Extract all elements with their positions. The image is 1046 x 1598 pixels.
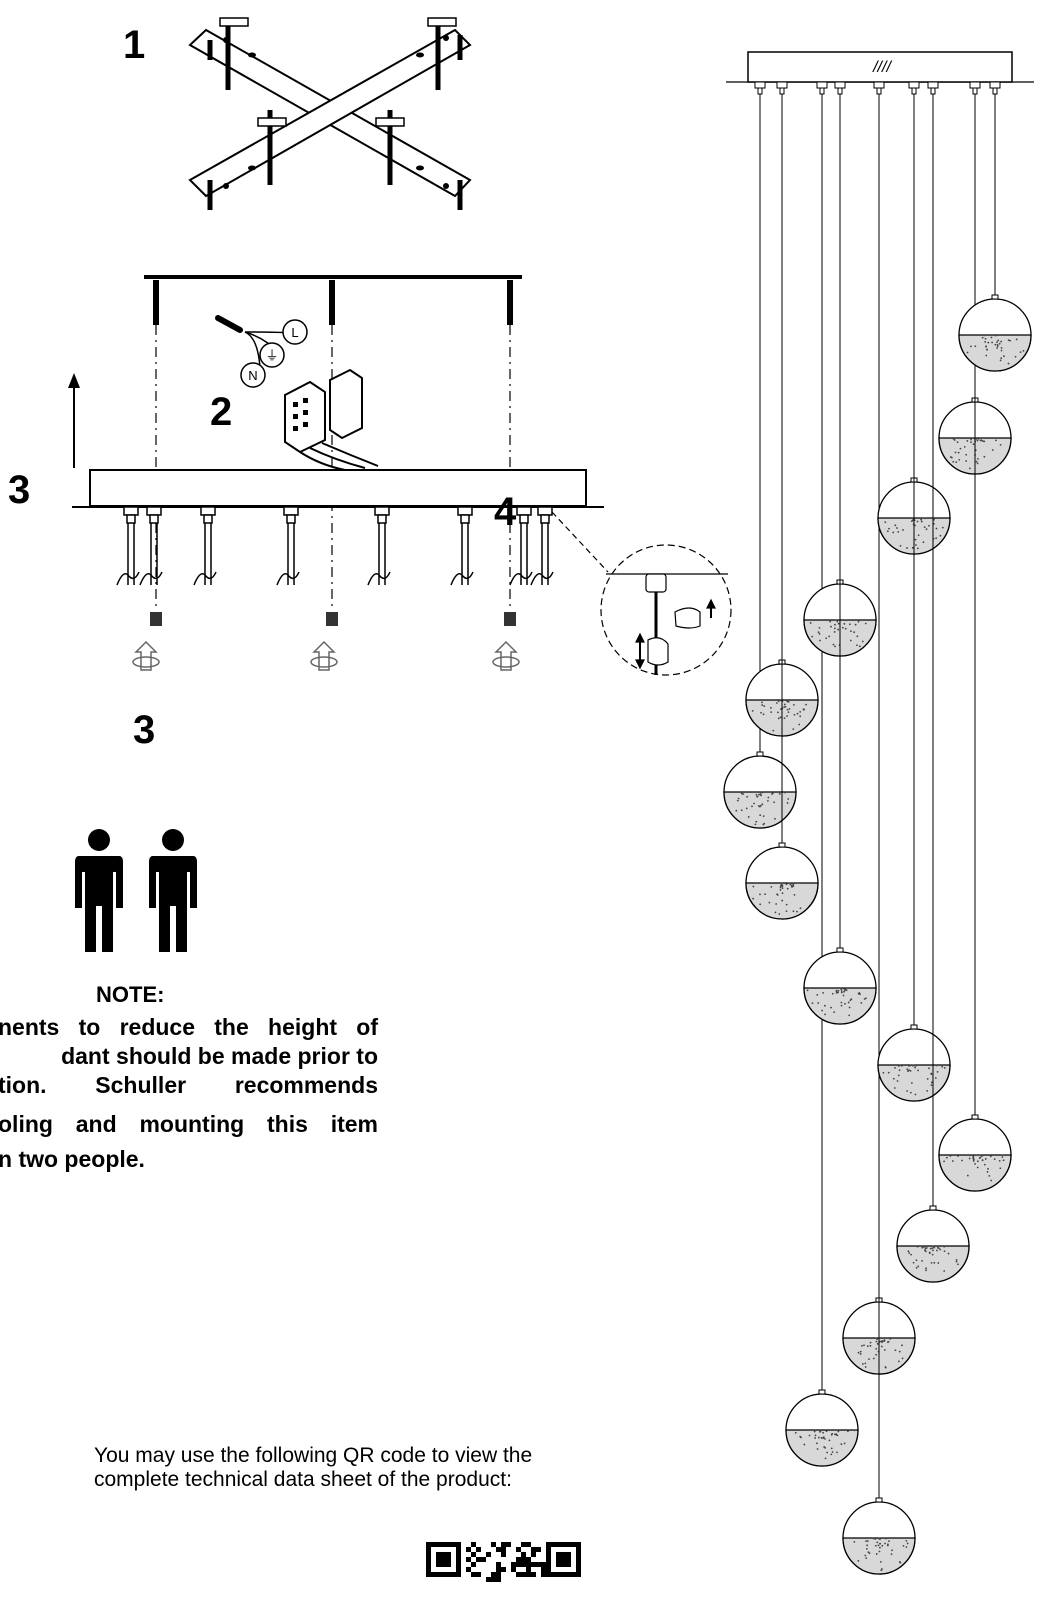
glass-sphere bbox=[938, 94, 1012, 1192]
cable-connector bbox=[873, 81, 885, 95]
two-people-icon bbox=[75, 829, 197, 952]
qr-caption-line-1: You may use the following QR code to vie… bbox=[94, 1444, 533, 1467]
qr-caption-line-2: complete technical data sheet of the pro… bbox=[94, 1468, 512, 1491]
cable-grip bbox=[367, 506, 391, 586]
pendant-luminaire: //// bbox=[723, 51, 1034, 1575]
canopy bbox=[72, 469, 604, 508]
cable-connector bbox=[908, 81, 920, 95]
up-arrow-icon bbox=[68, 373, 80, 468]
glass-sphere bbox=[723, 94, 797, 829]
glass-sphere bbox=[958, 94, 1032, 372]
note-title: NOTE: bbox=[96, 982, 165, 1007]
cross-bracket bbox=[188, 17, 472, 210]
glass-sphere bbox=[842, 94, 916, 1575]
detail-callout bbox=[551, 511, 732, 676]
cable-grip bbox=[450, 506, 474, 586]
step-number-4: 4 bbox=[494, 490, 517, 534]
neutral-label: N bbox=[248, 368, 257, 383]
cable-connector bbox=[834, 81, 846, 95]
glass-sphere bbox=[745, 94, 819, 920]
cable-grip bbox=[116, 506, 140, 586]
note-line-1: nents to reduce the height of bbox=[0, 1014, 378, 1040]
rotate-arrow-icons bbox=[132, 640, 520, 671]
step-number-2: 2 bbox=[210, 390, 233, 434]
terminal-block bbox=[284, 368, 379, 471]
note-line-2: dant should be made prior to bbox=[61, 1043, 378, 1069]
qr-code bbox=[426, 1542, 581, 1582]
cable-connector bbox=[969, 81, 981, 95]
step-number-3-left: 3 bbox=[8, 468, 31, 512]
cable-grip bbox=[139, 506, 163, 586]
live-label: L bbox=[291, 325, 298, 340]
note-line-3: tion. Schuller recommends bbox=[0, 1072, 378, 1098]
canopy-nuts bbox=[150, 612, 516, 626]
glass-sphere bbox=[877, 94, 951, 1102]
cable-grips bbox=[116, 506, 554, 586]
mounting-rail bbox=[144, 275, 522, 610]
cable-connector bbox=[754, 81, 766, 95]
note-line-5: n two people. bbox=[0, 1146, 145, 1172]
cable-grip bbox=[509, 506, 533, 586]
glass-sphere bbox=[896, 94, 970, 1283]
step-number-1: 1 bbox=[123, 23, 146, 67]
cable-connector bbox=[776, 81, 788, 95]
glass-sphere bbox=[803, 94, 877, 1025]
ceiling-hatch-mark: //// bbox=[872, 59, 892, 76]
cable-grip bbox=[276, 506, 300, 586]
cable-grip bbox=[193, 506, 217, 586]
cable-grip bbox=[530, 506, 554, 586]
step-number-3-bottom: 3 bbox=[133, 708, 156, 752]
note-line-4: oling and mounting this item bbox=[0, 1111, 378, 1137]
earth-label: ⏚ bbox=[265, 349, 278, 364]
glass-sphere bbox=[785, 94, 859, 1467]
cable-connector bbox=[927, 81, 939, 95]
cable-connector bbox=[989, 81, 1001, 95]
cable-connector bbox=[816, 81, 828, 95]
wiring-symbols: N ⏚ L bbox=[215, 315, 308, 388]
